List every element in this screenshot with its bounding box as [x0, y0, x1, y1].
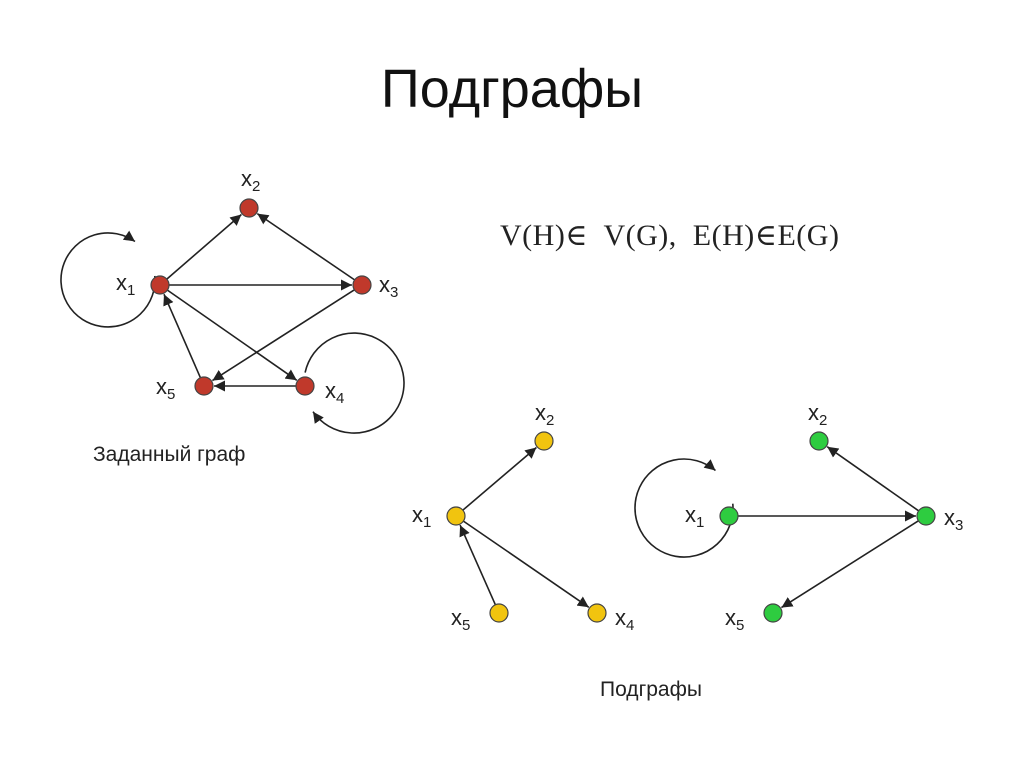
sub2-label-x3-base: x [944, 505, 955, 530]
sub2-node-x5 [763, 603, 783, 623]
sub2-label-x5: x5 [725, 605, 744, 634]
sub1-label-x4: x4 [615, 605, 634, 634]
main-label-x5-base: x [156, 374, 167, 399]
main-label-x1: x1 [116, 270, 135, 299]
main-loop-x1 [60, 230, 156, 328]
sub2-label-x3-sub: 3 [955, 517, 963, 534]
main-node-x4 [295, 376, 315, 396]
sub2-label-x2-base: x [808, 400, 819, 425]
sub2-label-x5-sub: 5 [736, 617, 744, 634]
sub2-loop-x1 [634, 458, 734, 558]
main-label-x3-base: x [379, 272, 390, 297]
sub1-label-x2: x2 [535, 400, 554, 429]
sub1-edge-x1-x4 [462, 520, 590, 608]
sub2-label-x1: x1 [685, 502, 704, 531]
main-label-x4: x4 [325, 378, 344, 407]
main-label-x2-base: x [241, 166, 252, 191]
sub2-label-x2-sub: 2 [819, 412, 827, 429]
sub2-node-x1 [719, 506, 739, 526]
sub1-edge-x1-x2 [462, 446, 537, 511]
sub1-node-x1 [446, 506, 466, 526]
sub2-edge-x3-x2 [826, 446, 920, 512]
main-label-x2: x2 [241, 166, 260, 195]
main-label-x3: x3 [379, 272, 398, 301]
sub1-label-x2-sub: 2 [546, 412, 554, 429]
main-edge-x1-x2 [166, 213, 242, 280]
sub1-label-x4-sub: 4 [626, 617, 634, 634]
sub2-node-x3 [916, 506, 936, 526]
main-label-x3-sub: 3 [390, 284, 398, 301]
main-label-x5-sub: 5 [167, 386, 175, 403]
sub1-node-x4 [587, 603, 607, 623]
sub1-edge-x5-x1 [459, 524, 497, 606]
sub1-node-x5 [489, 603, 509, 623]
main-label-x1-base: x [116, 270, 127, 295]
sub1-label-x1: x1 [412, 502, 431, 531]
sub2-label-x1-sub: 1 [696, 514, 704, 531]
subgraph-formula: V(H)∈ V(G), E(H)∈E(G) [500, 219, 840, 252]
main-edge-x5-x1 [163, 293, 202, 379]
main-node-x3 [352, 275, 372, 295]
sub1-label-x5-base: x [451, 605, 462, 630]
main-graph-caption: Заданный граф [93, 443, 246, 466]
sub2-edge-x3-x5 [780, 520, 919, 609]
sub2-label-x1-base: x [685, 502, 696, 527]
main-node-x5 [194, 376, 214, 396]
subgraphs-caption: Подграфы [600, 678, 702, 701]
sub1-label-x2-base: x [535, 400, 546, 425]
main-node-x2 [239, 198, 259, 218]
main-label-x4-sub: 4 [336, 390, 344, 407]
sub2-label-x2: x2 [808, 400, 827, 429]
sub1-label-x4-base: x [615, 605, 626, 630]
sub2-label-x3: x3 [944, 505, 963, 534]
sub1-label-x5-sub: 5 [462, 617, 470, 634]
main-edge-x3-x2 [256, 212, 356, 281]
sub2-node-x2 [809, 431, 829, 451]
main-label-x2-sub: 2 [252, 178, 260, 195]
main-node-x1 [150, 275, 170, 295]
page-title: Подграфы [380, 59, 644, 119]
sub2-label-x5-base: x [725, 605, 736, 630]
main-label-x5: x5 [156, 374, 175, 403]
sub1-node-x2 [534, 431, 554, 451]
main-loop-x4 [304, 332, 405, 434]
main-label-x4-base: x [325, 378, 336, 403]
sub1-label-x1-base: x [412, 502, 423, 527]
sub1-label-x1-sub: 1 [423, 514, 431, 531]
main-edge-x3-x5 [211, 289, 355, 382]
main-edge-x1-x4 [166, 289, 298, 381]
main-label-x1-sub: 1 [127, 282, 135, 299]
sub1-label-x5: x5 [451, 605, 470, 634]
